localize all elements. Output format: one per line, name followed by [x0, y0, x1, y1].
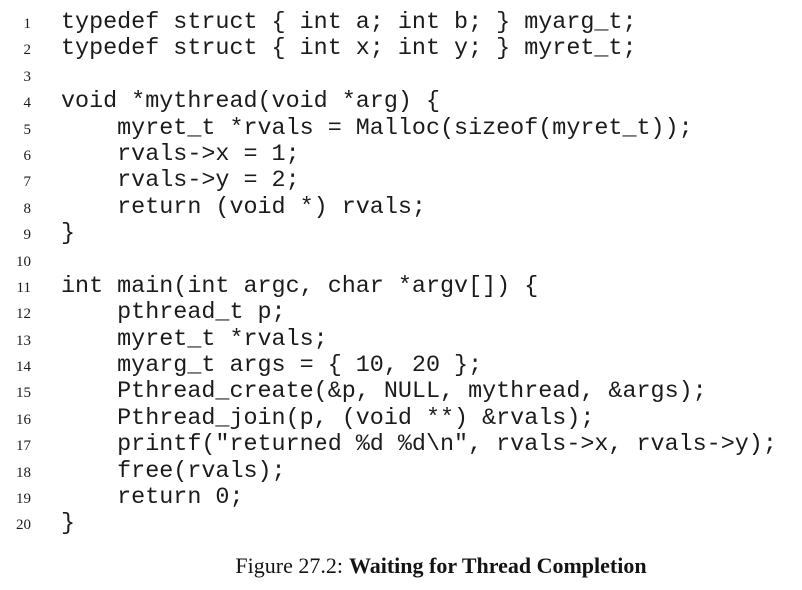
- code-line-text: typedef struct { int x; int y; } myret_t…: [61, 36, 637, 63]
- code-line: 8 return (void *) rvals;: [0, 195, 802, 221]
- figure-caption: Figure 27.2:Waiting for Thread Completio…: [80, 553, 802, 578]
- code-line: 14 myarg_t args = { 10, 20 };: [0, 353, 802, 379]
- code-line-text: typedef struct { int a; int b; } myarg_t…: [61, 10, 637, 36]
- line-number: 2: [23, 42, 32, 59]
- code-line-text: free(rvals);: [61, 458, 286, 485]
- code-line-text: return (void *) rvals;: [61, 194, 426, 221]
- figure-caption-label: Figure 27.2:: [235, 553, 343, 578]
- line-number: 10: [16, 253, 31, 270]
- line-number: 6: [23, 147, 32, 164]
- line-number: 17: [16, 438, 31, 455]
- code-line: 17 printf("returned %d %d\n", rvals->x, …: [0, 432, 802, 458]
- code-line-text: void *mythread(void *arg) {: [61, 89, 440, 116]
- code-line: 5 myret_t *rvals = Malloc(sizeof(myret_t…: [0, 116, 802, 142]
- code-line: 10: [0, 248, 802, 274]
- line-number: 20: [16, 517, 31, 534]
- code-line-text: int main(int argc, char *argv[]) {: [61, 273, 539, 300]
- code-listing: 1 typedef struct { int a; int b; } myarg_…: [0, 10, 802, 538]
- code-line-text: rvals->y = 2;: [61, 168, 300, 195]
- line-number: 5: [23, 121, 32, 138]
- code-line: 4 void *mythread(void *arg) {: [0, 89, 802, 115]
- line-number: 19: [16, 491, 31, 508]
- line-number: 4: [23, 95, 32, 112]
- line-number: 18: [16, 464, 31, 481]
- line-number: 3: [23, 68, 32, 85]
- line-number: 13: [16, 332, 31, 349]
- code-line-text: myarg_t args = { 10, 20 };: [61, 353, 483, 380]
- line-number: 12: [16, 306, 31, 323]
- code-line-text: pthread_t p;: [61, 300, 286, 327]
- code-line-text: Pthread_create(&p, NULL, mythread, &args…: [61, 379, 707, 406]
- code-line-text: }: [61, 511, 76, 538]
- code-line: 3: [0, 63, 802, 89]
- line-number: 7: [23, 174, 32, 191]
- code-line: 15 Pthread_create(&p, NULL, mythread, &a…: [0, 379, 802, 405]
- line-number: 11: [16, 279, 31, 296]
- code-line: 20}: [0, 511, 802, 537]
- code-line: 19 return 0;: [0, 485, 802, 511]
- code-line: 12 pthread_t p;: [0, 300, 802, 326]
- code-line-text: myret_t *rvals;: [61, 326, 328, 353]
- code-line: 16 Pthread_join(p, (void **) &rvals);: [0, 406, 802, 432]
- code-line-text: rvals->x = 1;: [61, 141, 300, 168]
- code-line: 1 typedef struct { int a; int b; } myarg_…: [0, 10, 802, 36]
- code-line-text: Pthread_join(p, (void **) &rvals);: [61, 405, 595, 432]
- code-line: 7 rvals->y = 2;: [0, 168, 802, 194]
- code-line-text: printf("returned %d %d\n", rvals->x, rva…: [61, 432, 777, 459]
- line-number: 15: [16, 385, 31, 402]
- code-line: 11 int main(int argc, char *argv[]) {: [0, 274, 802, 300]
- line-number: 8: [23, 200, 32, 217]
- code-line-text: myret_t *rvals = Malloc(sizeof(myret_t))…: [61, 115, 693, 142]
- line-number: 14: [16, 359, 31, 376]
- code-line-text: }: [61, 221, 76, 248]
- line-number: 1: [23, 16, 32, 32]
- figure-caption-title: Waiting for Thread Completion: [348, 553, 647, 578]
- line-number: 16: [16, 411, 31, 428]
- code-line: 9}: [0, 221, 802, 247]
- line-number: 9: [23, 227, 32, 244]
- code-line: 18 free(rvals);: [0, 459, 802, 485]
- code-line-text: return 0;: [61, 485, 244, 512]
- code-line: 13 myret_t *rvals;: [0, 327, 802, 353]
- code-line: 2 typedef struct { int x; int y; } myret_…: [0, 36, 802, 62]
- code-line: 6 rvals->x = 1;: [0, 142, 802, 168]
